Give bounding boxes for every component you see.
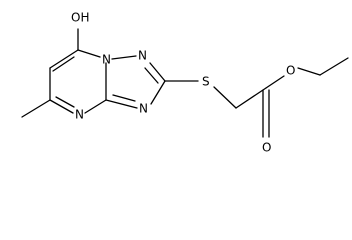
bond-s-ch2 [213, 86, 237, 109]
atom-thioether-s: S [202, 75, 210, 89]
bond-n1-c2 [149, 62, 166, 82]
bonds [21, 28, 349, 138]
atom-ester-o: O [286, 64, 295, 78]
atom-triazole-n4: N [139, 102, 148, 116]
atom-pyrimidine-n: N [75, 108, 84, 122]
bond-n3-c3a [105, 99, 138, 109]
bond-n8a-n1 [111, 55, 137, 60]
atom-bridgehead-n: N [102, 53, 111, 67]
bond-ch2-ch3 [319, 57, 349, 76]
bond-n3-c3a-double [112, 94, 136, 102]
bond-c7-c6-double [52, 56, 75, 72]
atom-labels: OH N N N N S O O [71, 11, 295, 155]
bond-c2-n3 [150, 80, 166, 105]
bond-n8a-c7 [77, 49, 101, 58]
bond-c5-methyl [21, 99, 51, 118]
bond-c5-n4 [49, 99, 74, 114]
bond-n4-c3a [84, 99, 107, 114]
atom-hydroxyl: OH [71, 11, 89, 25]
bond-c7-c6 [49, 49, 79, 69]
atom-carbonyl-o: O [262, 141, 271, 155]
bond-n1-c2-double [144, 67, 159, 84]
bond-c5-n4-double [55, 96, 75, 108]
bond-ch2-cco [235, 87, 267, 109]
atom-triazole-n2: N [138, 49, 147, 63]
bond-cco-oester [265, 75, 285, 89]
bond-oester-ch2 [297, 67, 321, 76]
chemical-structure: OH N N N N S O O [21, 11, 349, 155]
